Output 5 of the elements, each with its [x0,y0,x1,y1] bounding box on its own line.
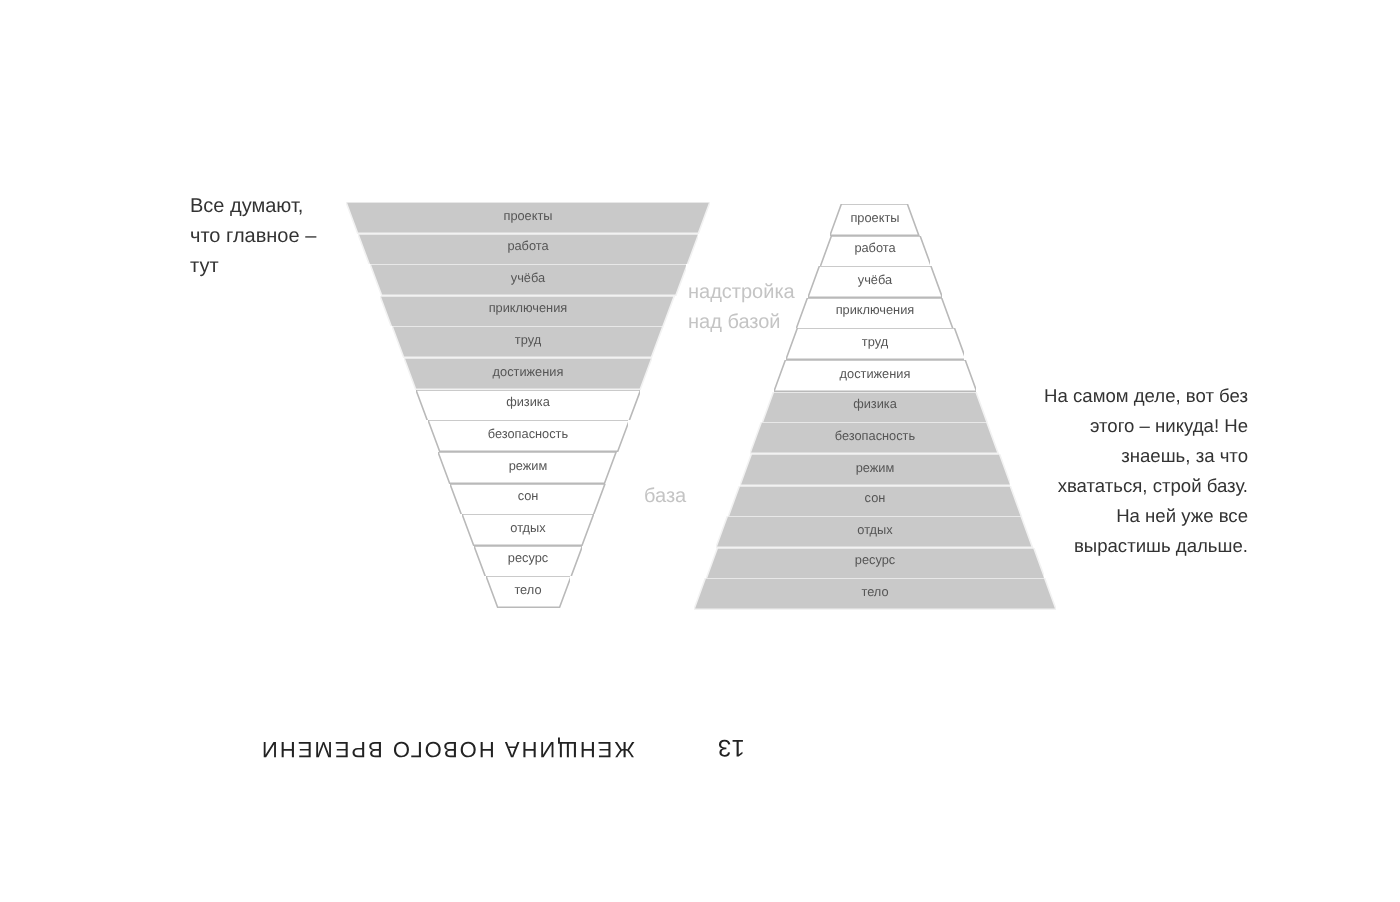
running-head: ЖЕНЩИНА НОВОГО ВРЕМЕНИ [260,734,635,762]
annotation-text: Все думают, что главное – тут [190,194,319,282]
page-number: 13 [718,732,745,762]
layer-group-label: база [644,484,687,512]
annotation-text: На самом деле, вот без этого – никуда! Не знаешь, за что хвататься, строй базу. На ней уже все вырастишь дальше. [1042,384,1248,560]
